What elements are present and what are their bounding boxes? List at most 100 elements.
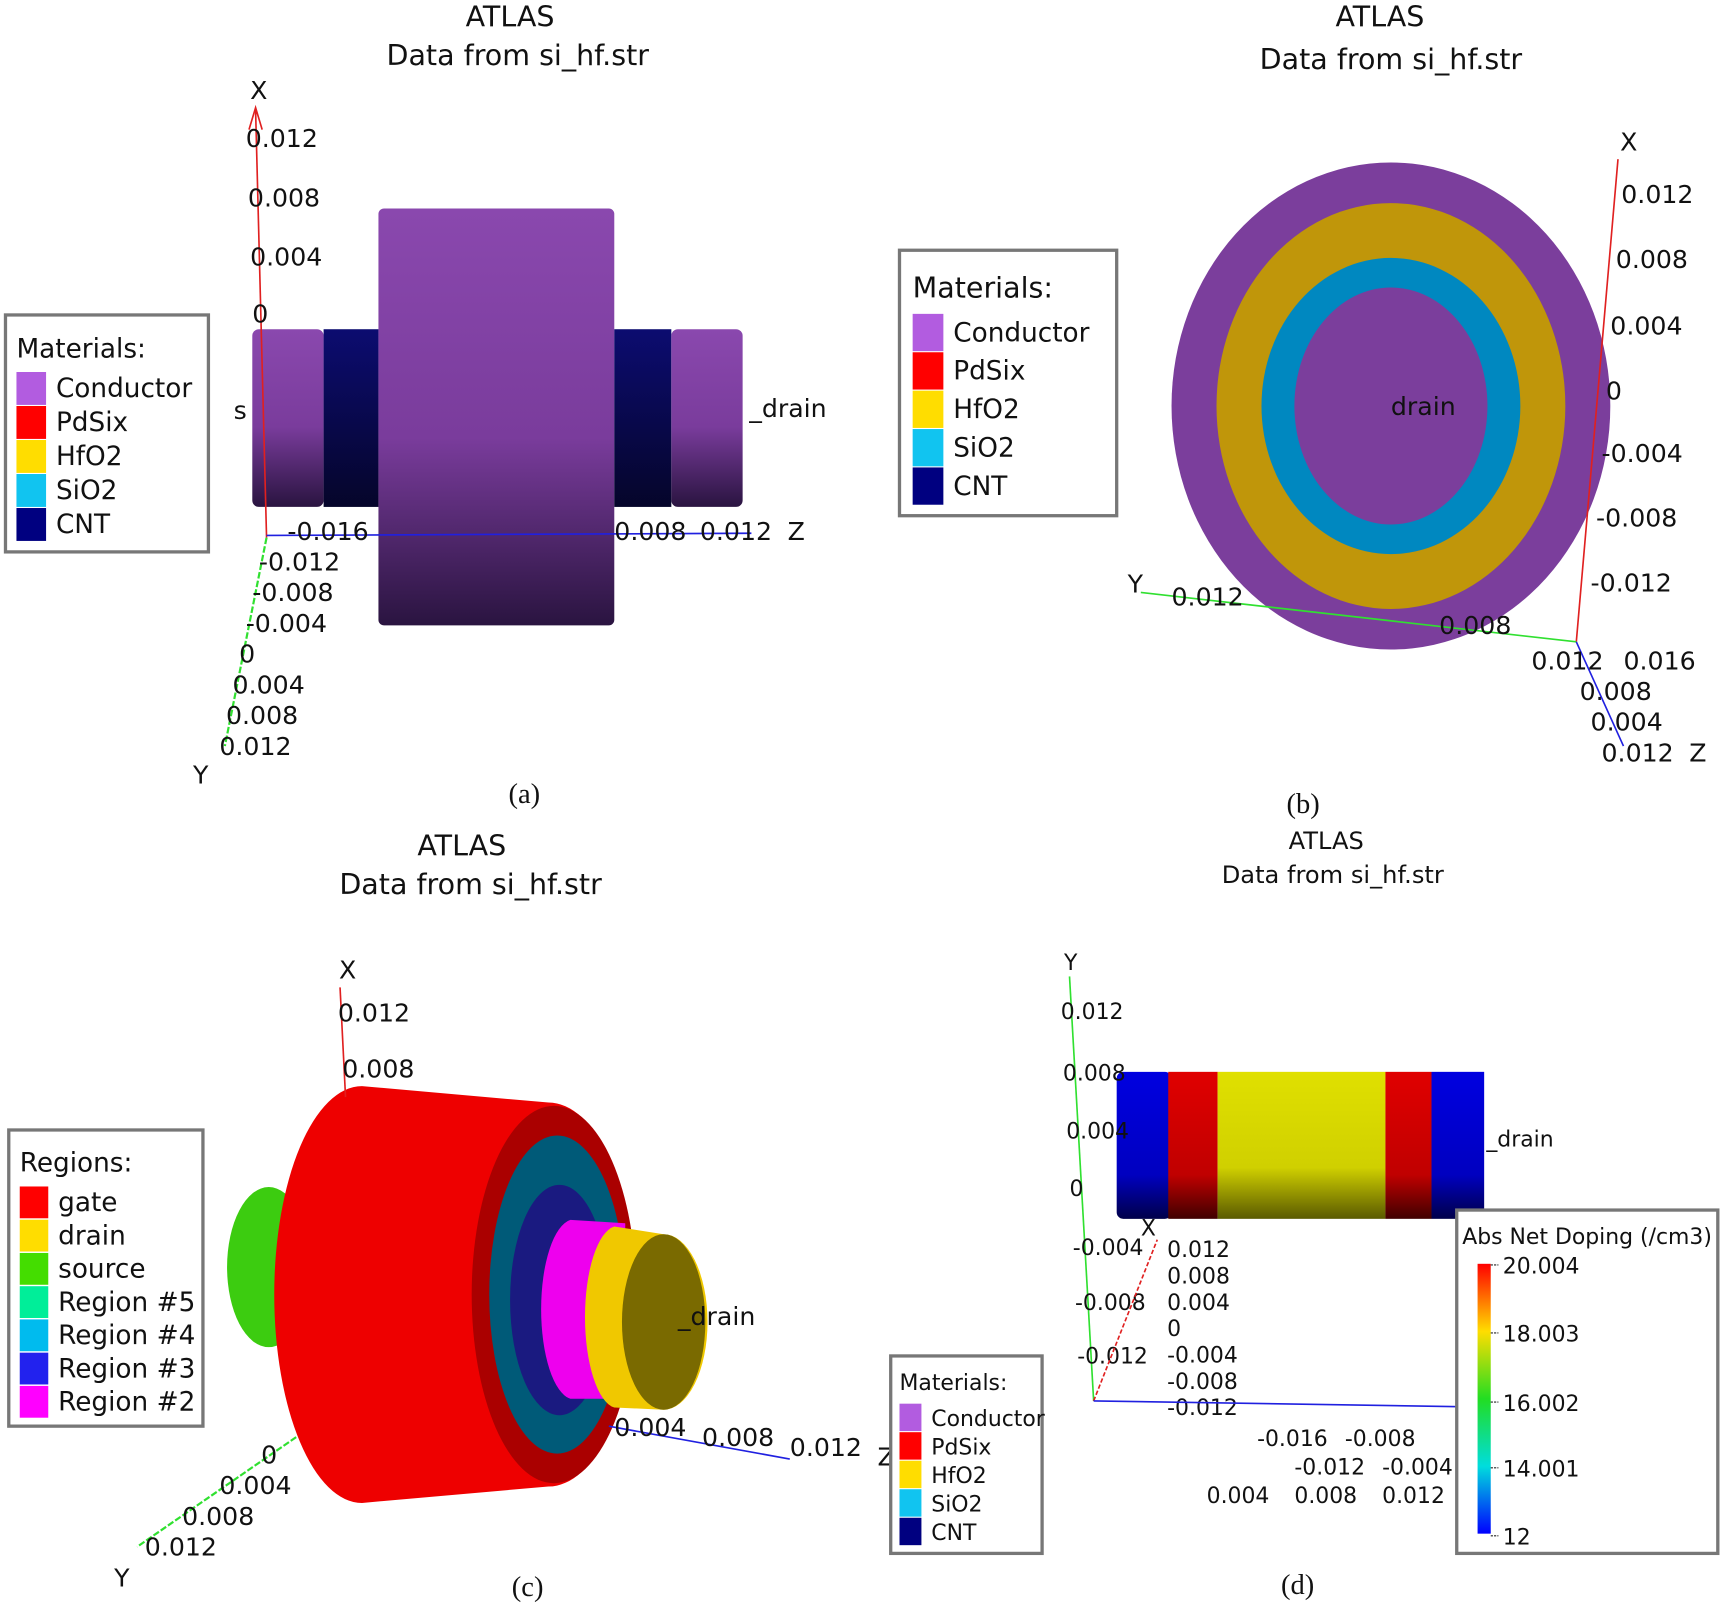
panel-c-caption: (c) bbox=[512, 1572, 544, 1603]
y-axis-label: Y bbox=[192, 760, 209, 789]
y-axis-line bbox=[136, 1436, 297, 1548]
panel-d-title: ATLAS bbox=[1289, 827, 1364, 855]
legend-swatch bbox=[16, 406, 47, 439]
x-tick: -0.004 bbox=[1602, 439, 1683, 468]
y-tick: 0.012 bbox=[1061, 1000, 1124, 1025]
z-tick: -0.008 bbox=[1345, 1427, 1416, 1452]
device-cross-section bbox=[1171, 162, 1611, 650]
legend-swatch bbox=[899, 1432, 922, 1460]
y-tick: -0.008 bbox=[1075, 1291, 1146, 1316]
drain-label: _drain bbox=[677, 1302, 755, 1331]
legend-label: Region #4 bbox=[58, 1321, 195, 1351]
y-axis-line bbox=[1140, 591, 1577, 643]
doping-band bbox=[1385, 1071, 1432, 1219]
z-tick: -0.004 bbox=[1382, 1455, 1453, 1480]
x-tick: 0 bbox=[1606, 376, 1622, 405]
legend-swatch bbox=[19, 1186, 49, 1219]
y-tick: 0.004 bbox=[219, 1471, 291, 1500]
legend-label: PdSix bbox=[56, 408, 128, 438]
y-tick: -0.004 bbox=[1073, 1236, 1144, 1261]
legend-label: PdSix bbox=[953, 357, 1025, 387]
x-tick: 0.008 bbox=[342, 1054, 414, 1083]
legend-label: source bbox=[58, 1255, 145, 1285]
y-tick: -0.004 bbox=[246, 609, 327, 638]
y-axis-label: Y bbox=[1127, 569, 1144, 598]
x-axis-label: X bbox=[339, 956, 356, 985]
z-tick: 0.016 bbox=[1623, 646, 1695, 675]
z-tick: 0.004 bbox=[1207, 1484, 1270, 1509]
legend-swatch bbox=[899, 1460, 922, 1489]
z-tick: 0.008 bbox=[614, 517, 686, 546]
z-axis-line bbox=[266, 532, 752, 537]
x-axis-line bbox=[1092, 1239, 1159, 1402]
colorbar-tick-label: 12 bbox=[1503, 1526, 1531, 1551]
panel-c-title: ATLAS bbox=[417, 830, 506, 863]
legend-swatch bbox=[899, 1517, 922, 1546]
legend-label: CNT bbox=[931, 1521, 977, 1546]
legend-swatch bbox=[912, 313, 944, 352]
y-tick: -0.012 bbox=[1077, 1345, 1148, 1370]
x-tick: 0.012 bbox=[1167, 1238, 1230, 1263]
y-tick: -0.008 bbox=[252, 578, 333, 607]
x-tick: 0.012 bbox=[1621, 180, 1693, 209]
z-axis-line bbox=[1575, 641, 1625, 747]
y-tick: 0 bbox=[239, 640, 255, 669]
source-label: s bbox=[234, 396, 247, 425]
legend-label: Region #3 bbox=[58, 1354, 195, 1384]
panel-c: ATLAS Data from si_hf.str _drain X 0.012… bbox=[7, 830, 895, 1603]
legend-swatch bbox=[19, 1252, 49, 1285]
y-tick: 0.008 bbox=[226, 701, 298, 730]
legend-label: CNT bbox=[56, 510, 111, 540]
drain-label: _drain bbox=[748, 394, 826, 423]
panel-b: ATLAS Data from si_hf.str drain X 0.012 … bbox=[897, 0, 1707, 820]
x-tick: -0.012 bbox=[1591, 568, 1672, 597]
gate-conductor-cylinder bbox=[378, 208, 615, 626]
legend-label: Conductor bbox=[56, 374, 192, 404]
legend-label: CNT bbox=[953, 472, 1008, 502]
legend-swatch bbox=[912, 467, 944, 505]
z-tick: 0.012 bbox=[1382, 1484, 1445, 1509]
source-contact-cylinder bbox=[252, 329, 324, 507]
panel-a-subtitle: Data from si_hf.str bbox=[387, 39, 650, 72]
z-axis-line bbox=[1093, 1400, 1514, 1409]
legend-swatch bbox=[16, 508, 47, 541]
colorbar-tick-label: 16.002 bbox=[1503, 1392, 1580, 1417]
x-tick: -0.008 bbox=[1167, 1370, 1238, 1395]
x-tick: 0 bbox=[252, 300, 268, 329]
x-axis-line bbox=[1575, 159, 1619, 642]
x-tick: 0.008 bbox=[248, 183, 320, 212]
legend-label: HfO2 bbox=[56, 442, 123, 472]
colorbar-tick-label: 14.001 bbox=[1503, 1458, 1580, 1483]
legend-label: SiO2 bbox=[931, 1493, 982, 1518]
panel-b-title: ATLAS bbox=[1336, 0, 1425, 33]
legend-title: Materials: bbox=[913, 271, 1053, 304]
legend-label: Conductor bbox=[931, 1407, 1045, 1432]
legend-swatch bbox=[19, 1385, 49, 1418]
legend-swatch bbox=[19, 1219, 49, 1252]
x-axis-label: X bbox=[250, 76, 267, 105]
colorbar-gradient bbox=[1477, 1263, 1491, 1534]
z-axis-label: Z bbox=[788, 517, 805, 546]
legend-label: HfO2 bbox=[931, 1464, 986, 1489]
y-axis-line bbox=[1068, 976, 1095, 1401]
z-axis-label: Z bbox=[1689, 738, 1706, 767]
cnt-left-segment bbox=[323, 329, 379, 507]
panel-d: ATLAS Data from si_hf.str _drain Y 0.012… bbox=[889, 827, 1720, 1601]
x-axis-line bbox=[339, 987, 347, 1098]
y-axis-label: Y bbox=[1063, 951, 1078, 976]
legend-label: Region #2 bbox=[58, 1388, 195, 1418]
x-tick: 0.004 bbox=[250, 243, 322, 272]
y-tick: 0.008 bbox=[182, 1502, 254, 1531]
x-tick: 0.008 bbox=[1616, 245, 1688, 274]
panel-a-caption: (a) bbox=[509, 779, 541, 810]
z-tick: 0.012 bbox=[790, 1433, 862, 1462]
z-tick: -0.016 bbox=[287, 517, 368, 546]
drain-label: drain bbox=[1391, 392, 1456, 421]
z-tick: 0.008 bbox=[702, 1423, 774, 1452]
colorbar-tick-label: 20.004 bbox=[1503, 1255, 1580, 1280]
x-axis-label: X bbox=[1141, 1216, 1156, 1241]
legend-label: HfO2 bbox=[953, 395, 1020, 425]
legend-label: gate bbox=[58, 1188, 117, 1218]
colorbar-title: Abs Net Doping (/cm3) bbox=[1462, 1225, 1712, 1250]
